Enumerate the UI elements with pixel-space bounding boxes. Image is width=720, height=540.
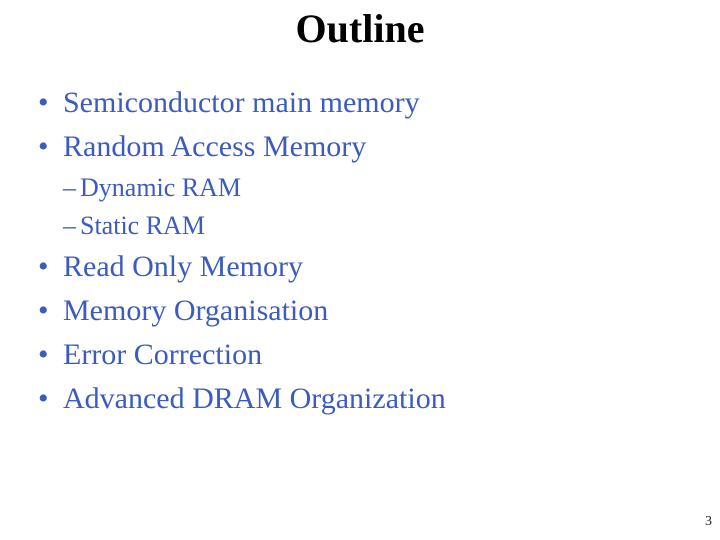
- bullet-list: • Semiconductor main memory • Random Access…: [36, 81, 704, 421]
- bullet-icon: •: [38, 250, 49, 283]
- bullet-text: Error Correction: [63, 338, 263, 371]
- list-item: –Dynamic RAM: [63, 169, 704, 207]
- dash-icon: –: [63, 173, 76, 202]
- list-item: –Static RAM: [63, 207, 704, 245]
- list-item: • Advanced DRAM Organization: [36, 377, 704, 421]
- bullet-text: Semiconductor main memory: [63, 86, 420, 119]
- bullet-icon: •: [38, 130, 49, 163]
- bullet-text: Read Only Memory: [63, 250, 303, 283]
- bullet-text: Random Access Memory: [63, 130, 367, 163]
- list-item: • Read Only Memory: [36, 245, 704, 289]
- dash-icon: –: [63, 211, 76, 240]
- bullet-text: Static RAM: [80, 211, 205, 240]
- list-item: • Semiconductor main memory: [36, 81, 704, 125]
- slide-title: Outline: [295, 6, 425, 51]
- bullet-text: Memory Organisation: [63, 294, 329, 327]
- bullet-icon: •: [38, 86, 49, 119]
- bullet-text: Dynamic RAM: [80, 173, 242, 202]
- list-item: • Error Correction: [36, 333, 704, 377]
- bullet-icon: •: [38, 294, 49, 327]
- list-item: • Random Access Memory: [36, 125, 704, 169]
- list-item: • Memory Organisation: [36, 289, 704, 333]
- bullet-text: Advanced DRAM Organization: [63, 382, 446, 415]
- bullet-icon: •: [38, 382, 49, 415]
- bullet-icon: •: [38, 338, 49, 371]
- page-number: 3: [705, 514, 712, 529]
